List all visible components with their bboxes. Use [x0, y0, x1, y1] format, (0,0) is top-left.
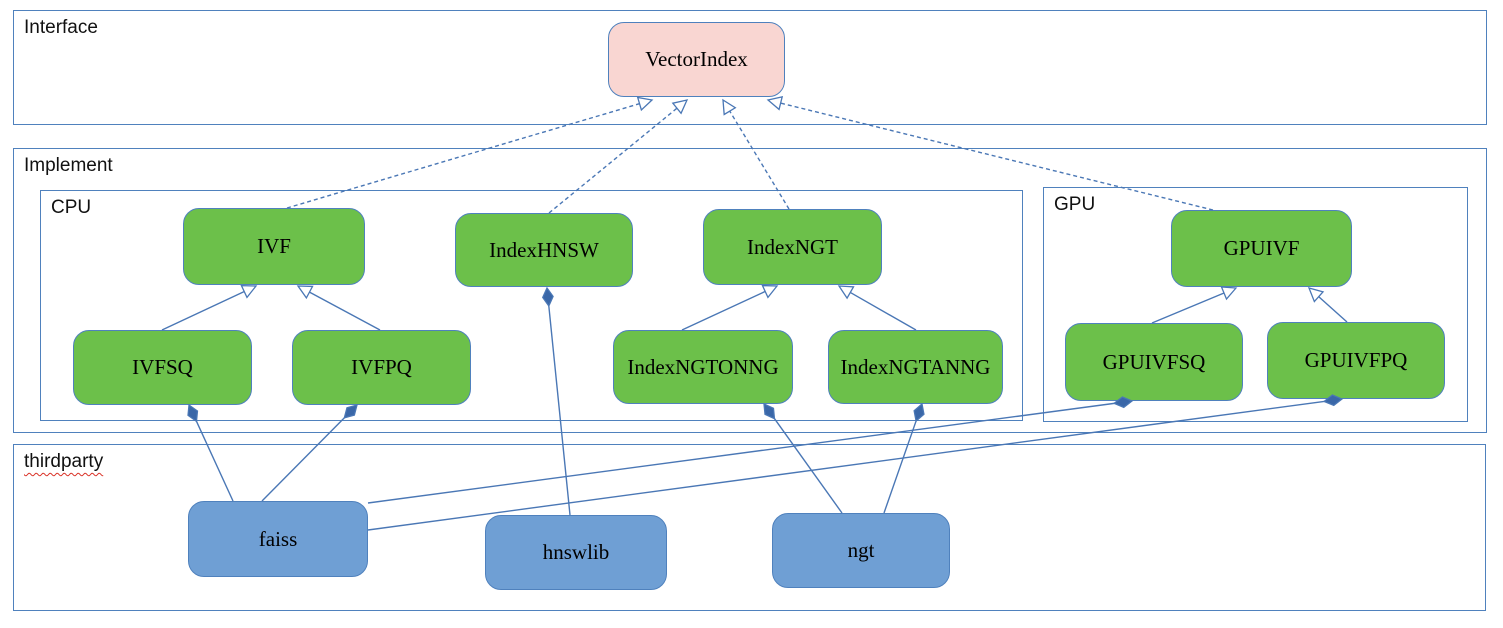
node-IndexNGTONNG: IndexNGTONNG [613, 330, 793, 404]
node-IndexNGT: IndexNGT [703, 209, 882, 285]
node-label-VectorIndex: VectorIndex [645, 47, 748, 71]
node-ngt: ngt [772, 513, 950, 588]
section-label-gpu: GPU [1054, 194, 1096, 215]
section-label-thirdparty: thirdparty [24, 451, 104, 472]
node-IndexNGTANNG: IndexNGTANNG [828, 330, 1003, 404]
node-GPUIVFPQ: GPUIVFPQ [1267, 322, 1445, 399]
node-IVFSQ: IVFSQ [73, 330, 252, 405]
section-label-cpu: CPU [51, 197, 92, 218]
section-label-implement: Implement [24, 155, 113, 176]
node-GPUIVF: GPUIVF [1171, 210, 1352, 287]
node-IndexHNSW: IndexHNSW [455, 213, 633, 287]
node-label-IVF: IVF [257, 234, 291, 258]
node-label-GPUIVFPQ: GPUIVFPQ [1304, 348, 1408, 372]
node-label-hnswlib: hnswlib [542, 540, 610, 564]
node-label-IndexNGT: IndexNGT [747, 234, 838, 259]
node-hnswlib: hnswlib [485, 515, 667, 590]
node-label-IVFSQ: IVFSQ [132, 355, 193, 379]
node-label-IndexHNSW: IndexHNSW [489, 237, 599, 262]
node-VectorIndex: VectorIndex [608, 22, 785, 97]
node-label-IndexNGTANNG: IndexNGTANNG [840, 354, 991, 379]
node-label-GPUIVF: GPUIVF [1223, 236, 1300, 260]
node-label-IVFPQ: IVFPQ [351, 355, 412, 379]
node-label-IndexNGTONNG: IndexNGTONNG [627, 354, 779, 379]
node-IVF: IVF [183, 208, 365, 285]
node-IVFPQ: IVFPQ [292, 330, 471, 405]
node-label-faiss: faiss [258, 526, 298, 551]
node-label-GPUIVFSQ: GPUIVFSQ [1102, 349, 1206, 374]
node-GPUIVFSQ: GPUIVFSQ [1065, 323, 1243, 401]
node-faiss: faiss [188, 501, 368, 577]
section-label-interface: Interface [24, 17, 98, 38]
node-label-ngt: ngt [847, 538, 875, 562]
